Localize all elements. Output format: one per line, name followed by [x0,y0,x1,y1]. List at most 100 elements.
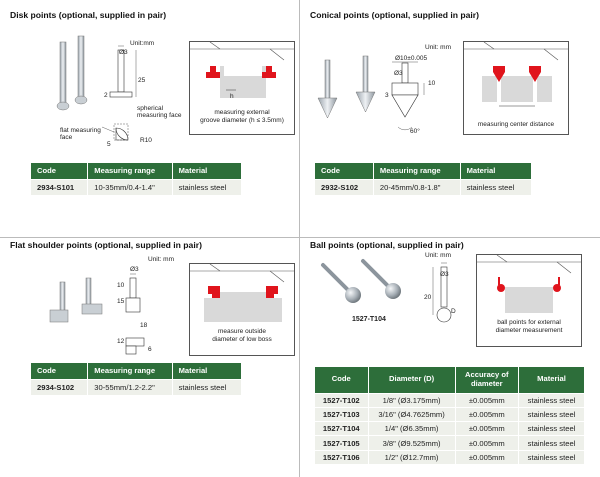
dim-angle: 60° [410,128,420,135]
cell-material: stainless steel [518,449,585,465]
disk-points-illustration [56,35,137,141]
dim-length: 25 [138,77,146,84]
flat-spec-table: Code Measuring range Material 2934-S102 … [31,363,243,395]
section-title: Flat shoulder points (optional, supplied… [10,240,202,250]
cell-diameter: 1/2" (Ø12.7mm) [368,449,456,465]
header-code: Code [315,367,369,393]
dim-cone-diameter: Ø10±0.005 [395,55,428,62]
cell-material: stainless steel [172,178,243,195]
header-code: Code [31,163,89,179]
cell-code: 1527-T106 [315,449,369,465]
model-label: 1527-T104 [352,316,386,323]
header-range: Measuring range [87,363,173,379]
header-diameter: Diameter (D) [368,367,456,393]
dim-shank-diameter: Ø3 [394,70,403,77]
section-title: Disk points (optional, supplied in pair) [10,10,167,20]
cell-code: 1527-T102 [315,392,369,408]
dim-diameter: Ø3 [130,266,139,273]
cell-accuracy: ±0.005mm [455,406,520,422]
unit-label: Unit: mm [425,252,451,259]
header-material: Material [172,163,243,179]
ball-points-section: Ball points (optional, supplied in pair)… [300,238,600,476]
conical-points-section: Conical points (optional, supplied in pa… [300,0,600,238]
horizontal-divider [0,237,600,238]
section-title: Conical points (optional, supplied in pa… [310,10,480,20]
cell-diameter: 1/4" (Ø6.35mm) [368,421,456,436]
cell-material: stainless steel [518,435,585,451]
ball-points-illustration [321,259,452,323]
dim-ball-d: D [451,308,456,315]
cell-range: 20-45mm/0.8-1.8" [373,178,461,195]
label-spherical-face: spherical measuring face [137,105,182,120]
disk-spec-table: Code Measuring range Material 2934-S101 … [31,163,243,195]
ball-diagram: ball points for external diameter measur… [476,254,582,347]
cell-diameter: 3/8" (Ø9.525mm) [368,435,456,451]
cell-code: 1527-T105 [315,435,369,451]
boss-diagram: measure outside diameter of low boss [189,263,295,356]
cell-accuracy: ±0.005mm [455,449,520,465]
dim-shank-length: 10 [117,282,125,289]
table-row: 1527-T105 3/8" (Ø9.525mm) ±0.005mm stain… [315,435,585,451]
cell-material: stainless steel [172,378,243,395]
unit-label: Unit: mm [148,256,174,263]
table-row: 2934-S102 30-55mm/1.2-2.2" stainless ste… [31,378,243,395]
ball-spec-table: Code Diameter (D) Accuracy of diameter M… [315,367,585,465]
header-code: Code [31,363,89,379]
conical-points-illustration [317,55,425,131]
cell-material: stainless steel [460,178,533,195]
cell-code: 1527-T104 [315,421,369,436]
cell-code: 2934-S101 [31,178,89,195]
dim-groove-h: h [230,93,234,100]
diagram-caption: measuring center distance [477,121,555,128]
dim-depth: 12 [117,338,125,345]
flat-shoulder-points-section: Flat shoulder points (optional, supplied… [0,238,300,476]
flat-shoulder-illustration [49,273,145,355]
unit-label: Unit:mm [130,40,155,47]
dim-length: 20 [424,294,432,301]
cell-material: stainless steel [518,406,585,422]
cell-diameter: 3/16" (Ø4.7625mm) [368,406,456,422]
conical-spec-table: Code Measuring range Material 2932-S102 … [315,163,533,195]
dim-step: 3 [385,92,389,99]
dim-shoulder: 6 [148,346,152,353]
header-range: Measuring range [373,163,461,179]
center-distance-diagram: measuring center distance [463,41,569,135]
cell-diameter: 1/8" (Ø3.175mm) [368,392,456,408]
header-material: Material [172,363,243,379]
diagram-caption: measuring external groove diameter (h ≤ … [200,109,284,124]
cell-accuracy: ±0.005mm [455,392,520,408]
dim-radius: R10 [140,137,152,144]
section-title: Ball points (optional, supplied in pair) [310,240,464,250]
cell-range: 10-35mm/0.4-1.4" [87,178,173,195]
table-row: 1527-T104 1/4" (Ø6.35mm) ±0.005mm stainl… [315,421,585,436]
vertical-divider [299,0,300,477]
cell-material: stainless steel [518,421,585,436]
table-row: 1527-T102 1/8" (Ø3.175mm) ±0.005mm stain… [315,392,585,408]
table-row: 2934-S101 10-35mm/0.4-1.4" stainless ste… [31,178,243,195]
label-flat-face: flat measuring face [60,127,101,142]
table-row: 1527-T103 3/16" (Ø4.7625mm) ±0.005mm sta… [315,406,585,422]
header-material: Material [460,163,533,179]
cell-code: 2934-S102 [31,378,89,395]
dim-height: 10 [428,80,436,87]
cell-code: 2932-S102 [315,178,374,195]
header-accuracy: Accuracy of diameter [455,367,520,393]
dim-thickness: 5 [107,141,111,148]
diagram-caption: ball points for external diameter measur… [495,319,563,334]
cell-material: stainless steel [518,392,585,408]
cell-code: 1527-T103 [315,406,369,422]
dim-total-length: 15 [117,298,125,305]
dim-shoulder: 2 [104,92,108,99]
cell-accuracy: ±0.005mm [455,435,520,451]
cell-accuracy: ±0.005mm [455,421,520,436]
header-code: Code [315,163,374,179]
dim-diameter: Ø3 [119,49,128,56]
cell-range: 30-55mm/1.2-2.2" [87,378,173,395]
dim-diameter: Ø3 [440,271,449,278]
dim-width: 18 [140,322,148,329]
disk-points-section: Disk points (optional, supplied in pair)… [0,0,300,238]
header-material: Material [518,367,585,393]
unit-label: Unit: mm [425,44,451,51]
header-range: Measuring range [87,163,173,179]
diagram-caption: measure outside diameter of low boss [212,328,272,343]
